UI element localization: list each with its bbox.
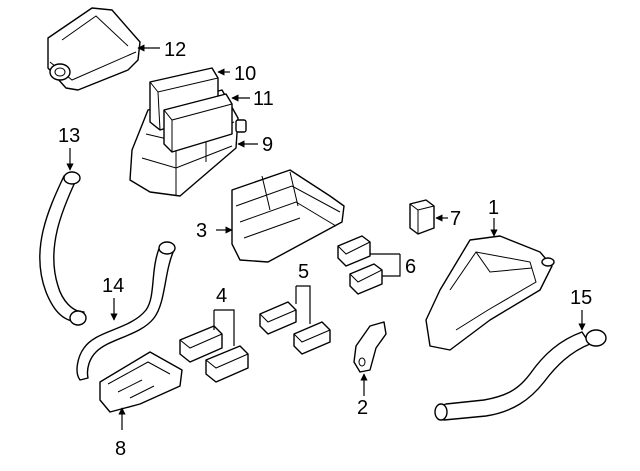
part-8-bracket[interactable]: [99, 351, 183, 413]
callout-5: 5: [298, 261, 309, 283]
part-1-tray[interactable]: [425, 235, 555, 351]
part-14-tube[interactable]: [76, 241, 176, 381]
part-7-relay[interactable]: [409, 199, 435, 235]
callout-13: 13: [58, 125, 80, 147]
callout-6: 6: [405, 256, 416, 278]
part-5-relay-b[interactable]: [293, 321, 331, 355]
part-15-hose[interactable]: [434, 329, 607, 421]
callout-8: 8: [115, 438, 126, 460]
callout-10: 10: [234, 63, 256, 85]
callout-15: 15: [570, 287, 592, 309]
part-6-relay-b[interactable]: [349, 263, 383, 295]
part-4-connector-b[interactable]: [205, 345, 249, 383]
callout-1: 1: [488, 197, 499, 219]
callout-2: 2: [357, 397, 368, 419]
part-11-relay-block[interactable]: [163, 93, 233, 153]
part-13-hose[interactable]: [39, 171, 87, 326]
part-12-cover[interactable]: [47, 7, 141, 91]
part-6-relay-a[interactable]: [337, 235, 371, 267]
callout-12: 12: [164, 39, 186, 61]
callout-9: 9: [262, 134, 273, 156]
part-2-clip[interactable]: [353, 321, 387, 373]
callout-14: 14: [102, 275, 124, 297]
leader-lines: [66, 44, 586, 430]
callout-7: 7: [450, 208, 461, 230]
callout-labels: 1 2 3 4 5 6 7 8 9 10 11 12 13 14 15: [58, 39, 592, 460]
callout-11: 11: [253, 88, 274, 110]
part-5-relay-a[interactable]: [259, 301, 297, 335]
callout-3: 3: [196, 220, 207, 242]
callout-4: 4: [216, 285, 227, 307]
part-3-panel[interactable]: [231, 169, 345, 263]
